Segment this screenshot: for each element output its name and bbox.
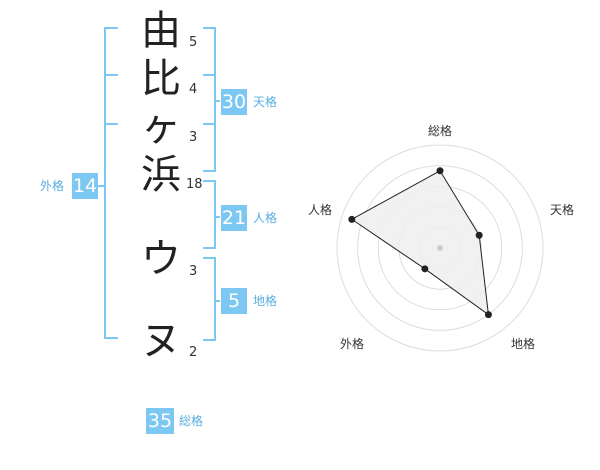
tenkaku-value: 30 [221, 89, 247, 115]
stroke-count-1: 5 [189, 35, 198, 50]
gaikaku-label: 外格 [40, 179, 65, 193]
radar-axis-gaikaku: 外格 [340, 337, 365, 351]
radar-point-2 [475, 231, 483, 239]
name-char-4: 浜 [141, 152, 181, 198]
radar-axis-soukaku: 総格 [428, 124, 453, 138]
soukaku-label: 総格 [179, 414, 204, 428]
soukaku-value: 35 [146, 408, 174, 434]
stroke-count-5: 3 [189, 264, 198, 279]
stroke-count-6: 2 [189, 345, 198, 360]
radar-axis-tenkaku: 天格 [550, 203, 575, 217]
gaikaku-bracket [104, 27, 118, 339]
stroke-count-3: 3 [189, 130, 198, 145]
name-char-5: ウ [141, 236, 181, 282]
radar-polygon [350, 170, 490, 316]
chikaku-value: 5 [221, 288, 247, 314]
radar-point-3 [484, 311, 492, 319]
name-char-6: ヌ [141, 318, 181, 364]
radar-grid-ring [357, 165, 523, 331]
stroke-count-2: 4 [189, 82, 198, 97]
name-char-2: 比 [141, 56, 181, 102]
stroke-brackets [95, 27, 220, 341]
radar-point-1 [436, 167, 444, 175]
tenkaku-bracket [203, 27, 216, 172]
gaikaku-value: 14 [72, 173, 98, 199]
radar-axis-chikaku: 地格 [511, 337, 536, 351]
tenkaku-label: 天格 [253, 95, 278, 109]
jinkaku-value: 21 [221, 205, 247, 231]
name-char-1: 由 [141, 8, 181, 54]
stroke-count-4: 18 [186, 177, 203, 192]
radar-point-4 [421, 265, 429, 273]
radar-grid-ring [336, 144, 544, 352]
radar-chart [336, 144, 544, 352]
name-char-3: ヶ [141, 104, 181, 150]
jinkaku-bracket [203, 180, 216, 249]
radar-point-5 [348, 215, 356, 223]
chikaku-bracket [203, 257, 216, 341]
jinkaku-label: 人格 [253, 211, 278, 225]
radar-axis-jinkaku: 人格 [308, 203, 333, 217]
chikaku-label: 地格 [253, 294, 278, 308]
radar-center [437, 245, 443, 251]
